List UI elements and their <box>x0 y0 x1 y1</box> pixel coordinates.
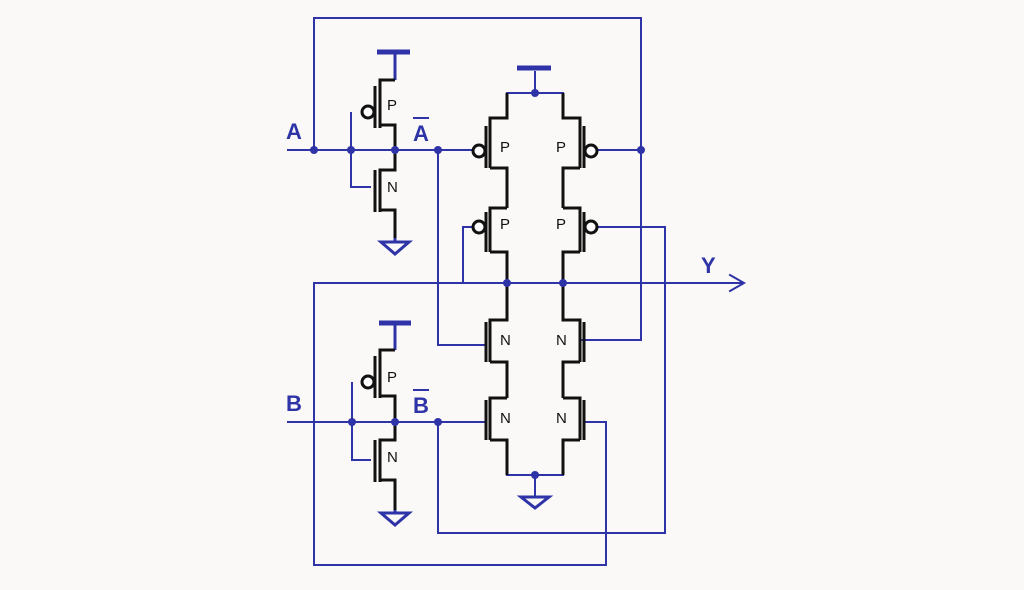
label-n: N <box>500 410 511 427</box>
pmos-left-top <box>484 93 509 208</box>
wire-abar-down <box>437 149 486 346</box>
label-n: N <box>387 449 398 466</box>
wire-p3-gate <box>462 226 479 284</box>
pmos-inv-b <box>373 348 397 422</box>
nmos-left-top <box>484 283 509 398</box>
ground-icon <box>376 511 414 527</box>
junction-dot <box>559 279 567 287</box>
label-n: N <box>387 179 398 196</box>
pmos-bubble-icon <box>360 104 376 120</box>
label-n: N <box>556 410 567 427</box>
junction-dot <box>531 89 539 97</box>
nmos-inv-b <box>373 422 397 510</box>
label-n: N <box>500 332 511 349</box>
pmos-inv-a <box>373 78 397 150</box>
pmos-bubble-icon <box>583 219 599 235</box>
label-p: P <box>500 139 510 156</box>
label-p: P <box>387 369 397 386</box>
signal-labels: A A B B Y <box>286 117 716 418</box>
label-n: N <box>556 332 567 349</box>
pmos-right-bottom <box>561 206 586 283</box>
label-input-b: B <box>286 391 302 416</box>
xor-network <box>471 65 599 510</box>
junction-dot <box>310 146 318 154</box>
wire-p4-gate <box>437 226 666 534</box>
label-input-a: A <box>286 119 302 144</box>
label-p: P <box>387 97 397 114</box>
transistor-labels: P N P N P P P P N N N N <box>387 97 567 466</box>
label-p: P <box>556 216 566 233</box>
junction-dot <box>637 146 645 154</box>
ground-icon <box>516 495 554 510</box>
wires <box>287 17 743 566</box>
junction-dot <box>347 146 355 154</box>
junction-dot <box>434 146 442 154</box>
label-b-bar: B <box>413 393 429 418</box>
junction-dot <box>434 418 442 426</box>
junction-dot <box>391 418 399 426</box>
inverter-b <box>360 320 414 527</box>
nmos-right-top <box>561 283 586 398</box>
pmos-bubble-icon <box>471 219 487 235</box>
junction-dot <box>503 279 511 287</box>
pmos-bubble-icon <box>471 143 487 159</box>
output-arrow-icon <box>728 273 747 293</box>
nmos-right-bottom <box>561 396 586 475</box>
wire-b-loop <box>313 282 607 566</box>
junction-dot <box>531 471 539 479</box>
pmos-right-top <box>561 93 586 208</box>
pmos-bubble-icon <box>583 143 599 159</box>
wire-inv-b-gate <box>351 382 371 461</box>
wire-a-loop <box>313 17 642 341</box>
nmos-left-bottom <box>484 396 509 475</box>
ground-icon <box>376 240 414 256</box>
pmos-left-bottom <box>484 206 509 283</box>
junction-dot <box>348 418 356 426</box>
junction-dot <box>391 146 399 154</box>
pmos-bubble-icon <box>360 374 376 390</box>
label-p: P <box>556 139 566 156</box>
nmos-inv-a <box>373 150 397 238</box>
label-p: P <box>500 216 510 233</box>
junctions <box>310 89 645 479</box>
wire-inv-a-gate <box>350 112 371 188</box>
inverter-a <box>360 49 414 256</box>
label-a-bar: A <box>413 121 429 146</box>
label-output-y: Y <box>701 253 716 278</box>
